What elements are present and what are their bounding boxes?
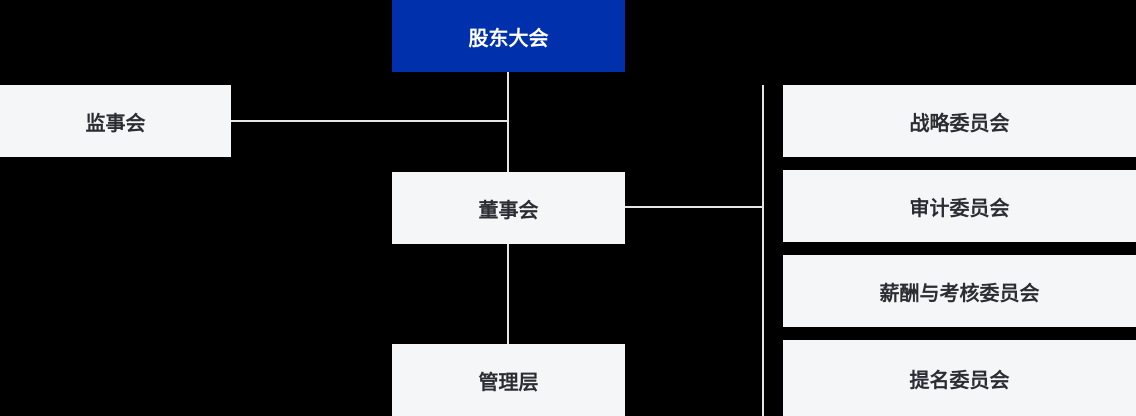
node-label: 董事会	[478, 199, 539, 222]
node-label: 审计委员会	[909, 197, 1010, 220]
node-audit-committee: 审计委员会	[783, 170, 1136, 242]
node-label: 监事会	[85, 112, 146, 135]
node-management: 管理层	[392, 344, 625, 416]
connector-committees-spine	[762, 85, 764, 416]
connector-supervisory-trunk	[231, 120, 509, 122]
connector-board-management	[507, 244, 509, 344]
node-strategy-committee: 战略委员会	[783, 85, 1136, 157]
node-label: 薪酬与考核委员会	[879, 282, 1040, 305]
node-label: 股东大会	[468, 27, 549, 50]
node-label: 战略委员会	[909, 112, 1010, 135]
node-remuneration-assessment-committee: 薪酬与考核委员会	[783, 255, 1136, 327]
node-board-of-directors: 董事会	[392, 172, 625, 244]
node-shareholders-meeting: 股东大会	[392, 0, 625, 72]
node-nomination-committee: 提名委员会	[783, 340, 1136, 416]
connector-board-committees	[625, 206, 764, 208]
connector-shareholders-board	[507, 72, 509, 172]
node-label: 提名委员会	[909, 369, 1010, 392]
node-label: 管理层	[478, 371, 539, 394]
node-supervisory-board: 监事会	[0, 85, 231, 157]
